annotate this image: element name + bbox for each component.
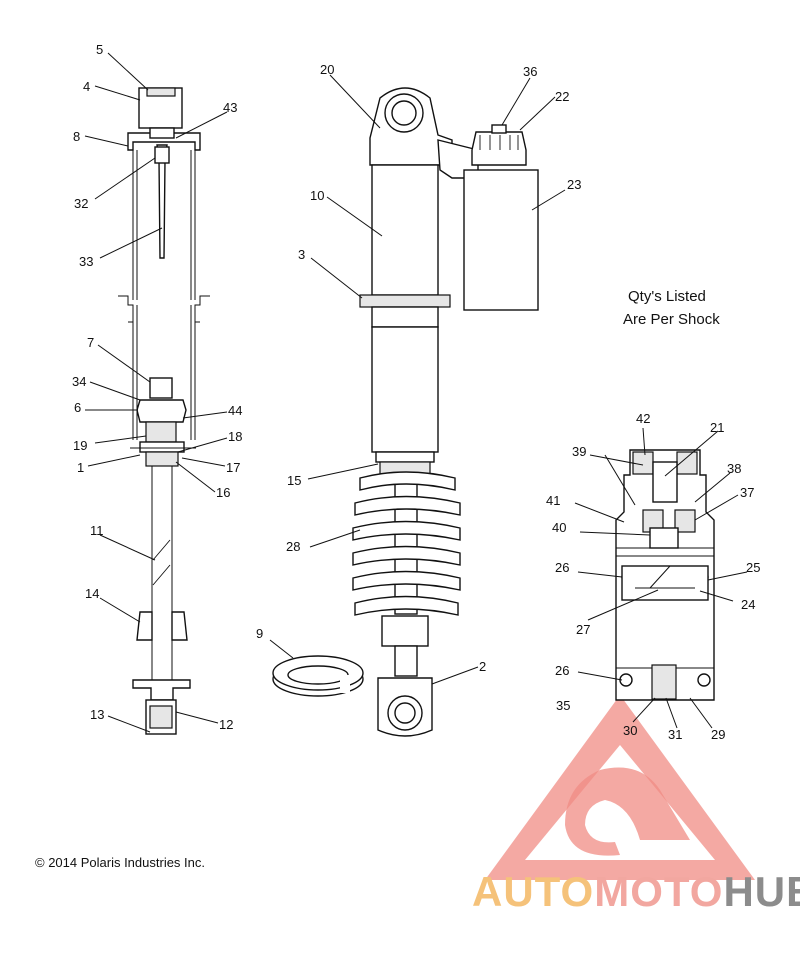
callout-26-upper: 26: [555, 560, 569, 575]
callout-42: 42: [636, 411, 650, 426]
callout-36: 36: [523, 64, 537, 79]
leader-lines: [84, 52, 748, 733]
callout-35: 35: [556, 698, 570, 713]
callout-37: 37: [740, 485, 754, 500]
callout-13: 13: [90, 707, 104, 722]
callout-38: 38: [727, 461, 741, 476]
watermark-wordmark: AUTOMOTOHUB: [472, 868, 800, 915]
spring-28: [352, 471, 461, 616]
callout-15: 15: [287, 473, 301, 488]
watermark-logo: [485, 695, 755, 880]
callout-29: 29: [711, 727, 725, 742]
left-shock-section: [118, 87, 210, 735]
callout-32: 32: [74, 196, 88, 211]
callout-44: 44: [228, 403, 242, 418]
callout-21: 21: [710, 420, 724, 435]
qty-note-line-1: Qty's Listed: [628, 288, 706, 305]
watermark-moto: MOTO: [594, 868, 723, 915]
callout-8: 8: [73, 129, 80, 144]
callout-26-lower: 26: [555, 663, 569, 678]
callout-18: 18: [228, 429, 242, 444]
center-shock-assembly: [272, 87, 539, 737]
callout-20: 20: [320, 62, 334, 77]
callout-17: 17: [226, 460, 240, 475]
callout-43: 43: [223, 100, 237, 115]
callout-22: 22: [555, 89, 569, 104]
callout-25: 25: [746, 560, 760, 575]
callout-31: 31: [668, 727, 682, 742]
svg-text:AUTOMOTOHUB: AUTOMOTOHUB: [472, 868, 800, 915]
callout-4: 4: [83, 79, 90, 94]
callout-19: 19: [73, 438, 87, 453]
callout-10: 10: [310, 188, 324, 203]
callout-labels: 5 4 43 8 32 33 7 34 6 44 19 18 1 17 16 1…: [72, 42, 760, 742]
callout-16: 16: [216, 485, 230, 500]
callout-7: 7: [87, 335, 94, 350]
callout-39: 39: [572, 444, 586, 459]
callout-33: 33: [79, 254, 93, 269]
callout-5: 5: [96, 42, 103, 57]
callout-9: 9: [256, 626, 263, 641]
callout-24: 24: [741, 597, 755, 612]
callout-14: 14: [85, 586, 99, 601]
callout-2: 2: [479, 659, 486, 674]
reservoir-section-detail: [615, 449, 715, 701]
callout-12: 12: [219, 717, 233, 732]
callout-41: 41: [546, 493, 560, 508]
callout-28: 28: [286, 539, 300, 554]
qty-note-line-2: Are Per Shock: [623, 311, 720, 328]
callout-30: 30: [623, 723, 637, 738]
copyright-notice: © 2014 Polaris Industries Inc.: [35, 855, 205, 870]
callout-23: 23: [567, 177, 581, 192]
callout-1: 1: [77, 460, 84, 475]
callout-6: 6: [74, 400, 81, 415]
callout-11: 11: [90, 523, 104, 538]
watermark-hub: HUB: [723, 868, 800, 915]
callout-27: 27: [576, 622, 590, 637]
callout-34: 34: [72, 374, 86, 389]
watermark-auto: AUTO: [472, 868, 594, 915]
callout-3: 3: [298, 247, 305, 262]
callout-40: 40: [552, 520, 566, 535]
